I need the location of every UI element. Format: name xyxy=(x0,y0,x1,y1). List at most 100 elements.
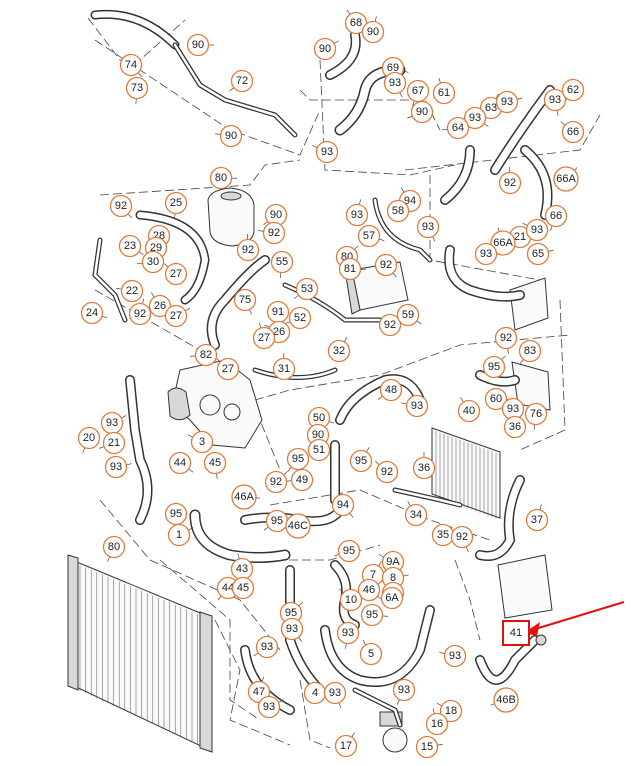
callout-number: 66A xyxy=(493,237,513,249)
callout-circle xyxy=(290,468,314,492)
callout-number: 46 xyxy=(363,584,375,596)
callout-93: 93 xyxy=(405,394,429,418)
callout-number: 93 xyxy=(422,221,434,233)
callout-circle xyxy=(339,588,363,612)
callout-number: 40 xyxy=(463,405,475,417)
callout-circle xyxy=(255,635,279,659)
callout-43: 43 xyxy=(230,557,254,581)
callout-25: 25 xyxy=(164,191,188,215)
callout-number: 45 xyxy=(237,582,249,594)
callout-55: 55 xyxy=(270,250,294,274)
callout-circle xyxy=(167,523,191,547)
callout-number: 27 xyxy=(170,268,182,280)
callout-90: 90 xyxy=(186,33,210,57)
callout-circle xyxy=(450,525,474,549)
callout-15: 15 xyxy=(415,735,439,759)
callout-number: 16 xyxy=(431,718,443,730)
callout-92: 92 xyxy=(375,460,399,484)
callout-circle xyxy=(410,100,434,124)
callout-68: 68 xyxy=(344,11,368,35)
callout-circle xyxy=(272,357,296,381)
callout-number: 76 xyxy=(530,408,542,420)
callout-number: 93 xyxy=(263,701,275,713)
callout-circle xyxy=(345,203,369,227)
callout-92: 92 xyxy=(109,194,133,218)
callout-circle xyxy=(336,621,360,645)
callout-95: 95 xyxy=(349,449,373,473)
callout-circle xyxy=(482,355,506,379)
callout-circle xyxy=(327,339,351,363)
callout-circle xyxy=(416,215,440,239)
callout-58: 58 xyxy=(386,199,410,223)
callout-93: 93 xyxy=(525,218,549,242)
callout-circle xyxy=(236,238,260,262)
callout-74: 74 xyxy=(119,53,143,77)
callout-number: 45 xyxy=(209,457,221,469)
callout-circle xyxy=(148,294,172,318)
callout-circle xyxy=(219,124,243,148)
callout-93: 93 xyxy=(416,215,440,239)
callout-circle xyxy=(380,586,404,610)
callout-40: 40 xyxy=(457,399,481,423)
callout-21: 21 xyxy=(102,431,126,455)
callout-circle xyxy=(203,451,227,475)
callout-circle xyxy=(443,644,467,668)
callout-number: 93 xyxy=(286,623,298,635)
callout-circle xyxy=(231,576,255,600)
callout-number: 90 xyxy=(367,26,379,38)
callout-number: 4 xyxy=(312,687,318,699)
callout-number: 80 xyxy=(108,541,120,553)
callout-72: 72 xyxy=(230,69,254,93)
callout-18: 18 xyxy=(439,699,463,723)
callout-90: 90 xyxy=(410,100,434,124)
callout-circle xyxy=(374,253,398,277)
bottom-pump xyxy=(379,711,408,753)
callout-92: 92 xyxy=(450,525,474,549)
callout-circle xyxy=(128,302,152,326)
callout-number: 7 xyxy=(370,569,376,581)
callout-circle xyxy=(331,493,355,517)
callout-95: 95 xyxy=(279,601,303,625)
callout-62: 62 xyxy=(561,78,585,102)
callout-circle xyxy=(288,306,312,330)
callout-93: 93 xyxy=(104,455,128,479)
callout-number: 93 xyxy=(549,94,561,106)
callout-number: 69 xyxy=(387,62,399,74)
callout-92: 92 xyxy=(264,470,288,494)
callout-93: 93 xyxy=(345,203,369,227)
pump-housing xyxy=(167,359,263,449)
callout-number: 9A xyxy=(386,556,400,568)
highlight-label: 41 xyxy=(510,627,522,639)
callout-circle xyxy=(194,343,218,367)
callout-number: 50 xyxy=(313,412,325,424)
callout-number: 95 xyxy=(285,607,297,619)
callout-64: 64 xyxy=(446,116,470,140)
callout-number: 61 xyxy=(438,87,450,99)
callout-49: 49 xyxy=(290,468,314,492)
callout-91: 91 xyxy=(266,300,290,324)
callout-circle xyxy=(77,426,101,450)
callout-93: 93 xyxy=(443,644,467,668)
callout-circle xyxy=(164,191,188,215)
callout-circle xyxy=(425,712,449,736)
callout-59: 59 xyxy=(396,303,420,327)
callout-93: 93 xyxy=(323,681,347,705)
callout-circle xyxy=(118,234,142,258)
callout-circle xyxy=(493,687,519,713)
callout-number: 65 xyxy=(532,248,544,260)
callout-50: 50 xyxy=(307,406,331,430)
callout-number: 90 xyxy=(416,106,428,118)
callout-number: 90 xyxy=(319,43,331,55)
callout-circle xyxy=(498,171,522,195)
callout-67: 67 xyxy=(406,79,430,103)
callout-circle xyxy=(125,76,149,100)
callout-circle xyxy=(378,313,402,337)
callout-number: 24 xyxy=(86,307,98,319)
callout-95: 95 xyxy=(265,509,289,533)
callout-circle xyxy=(209,166,233,190)
callout-44: 44 xyxy=(168,451,192,475)
callout-60: 60 xyxy=(484,387,508,411)
callout-65: 65 xyxy=(526,242,550,266)
